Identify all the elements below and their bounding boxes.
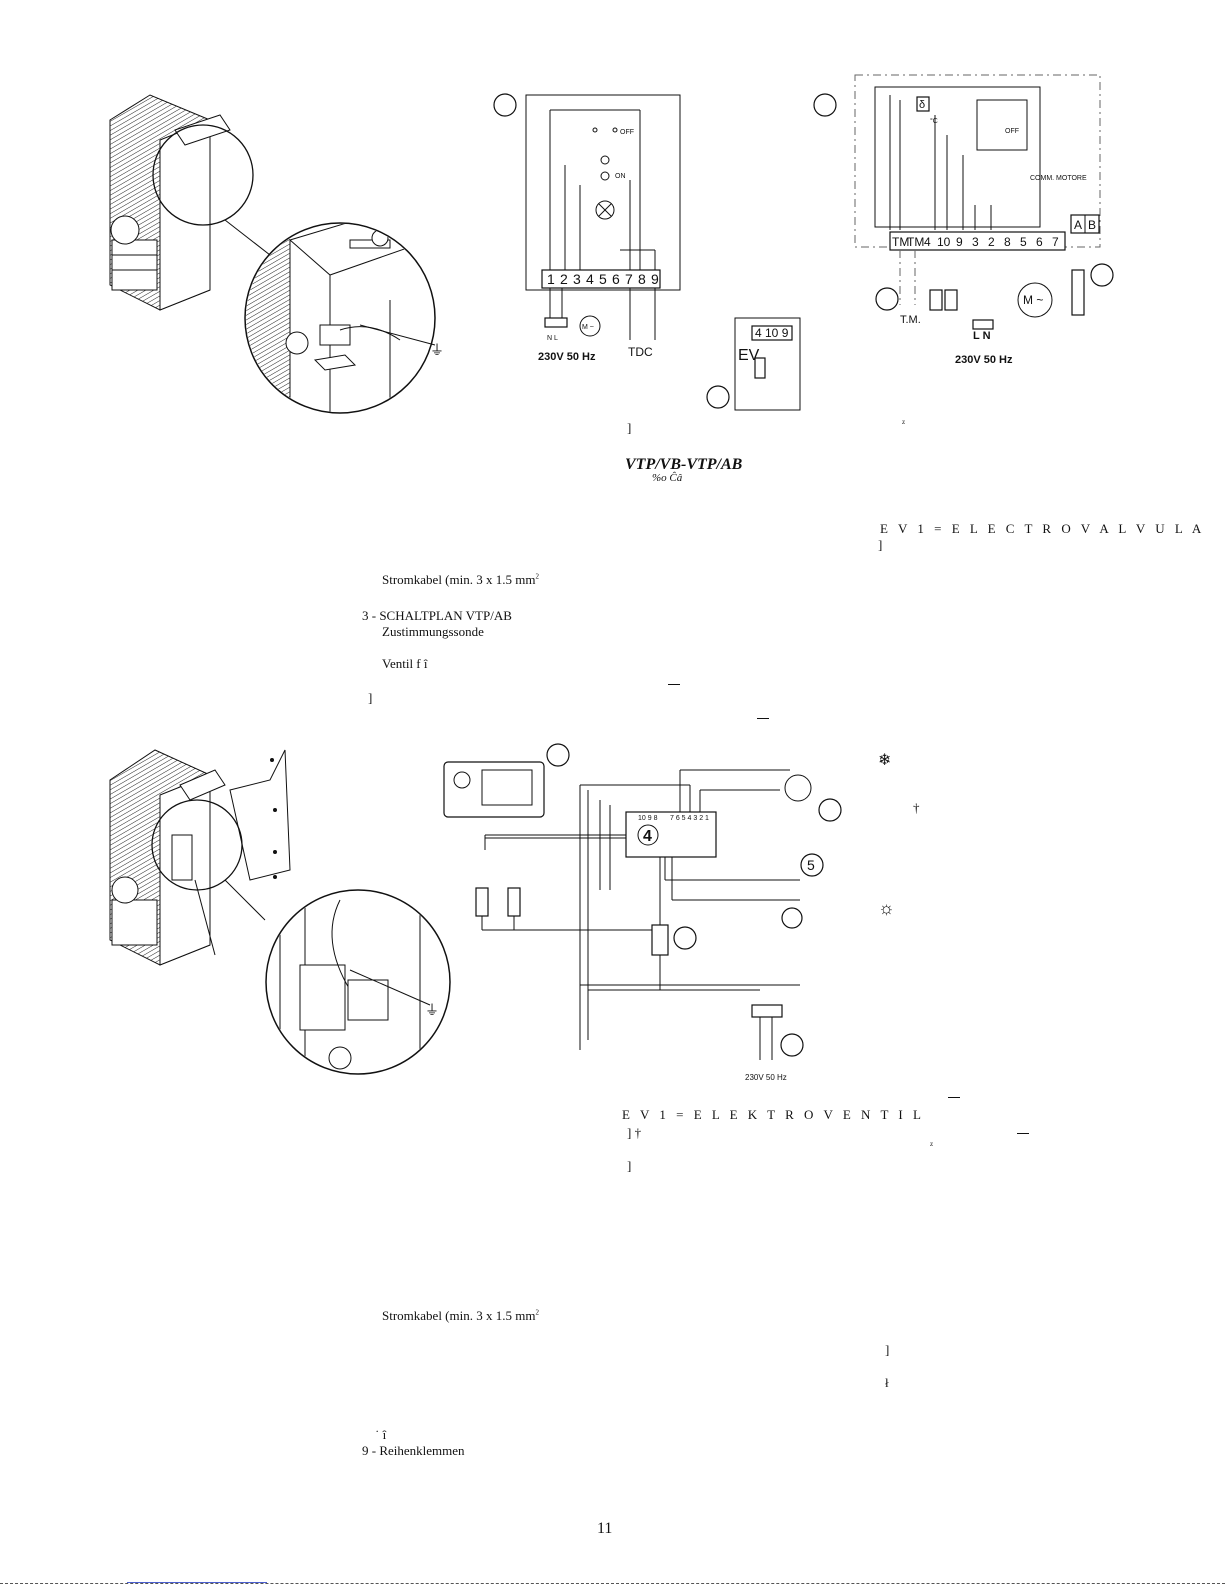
ab-label-b: B [1088, 218, 1096, 232]
ev1-spanish: E V 1 = E L E C T R O V A L V U L A [880, 521, 1205, 536]
bracket-right-1: ] [885, 1342, 890, 1357]
svg-text:TM: TM [892, 235, 909, 249]
z-char-2: z [930, 1140, 934, 1148]
svg-text:3: 3 [972, 235, 979, 249]
terminal-strip: 1 2 3 4 5 6 7 8 9 [547, 271, 659, 287]
delta-label: δ [919, 99, 925, 111]
stromkabel-2: Stromkabel (min. 3 x 1.5 mm2 [382, 1308, 539, 1323]
tdc-label: TDC [628, 345, 653, 359]
dash-mark-2 [757, 718, 769, 719]
right-terminals: 7 6 5 4 3 2 1 [670, 815, 709, 822]
svg-text:4: 4 [924, 235, 931, 249]
svg-text:4: 4 [586, 271, 594, 287]
svg-text:8: 8 [1004, 235, 1011, 249]
svg-text:6: 6 [1036, 235, 1043, 249]
bracket-text-4: ] [627, 1158, 632, 1173]
comm-label: COMM. MOTORE [1030, 175, 1087, 182]
switch-on-label: ON [615, 173, 626, 180]
sun-icon: ☼ [878, 898, 895, 918]
bracket-dagger: ] † [627, 1125, 642, 1140]
svg-text:8: 8 [638, 271, 646, 287]
svg-text:5: 5 [599, 271, 607, 287]
unit-illustration-bottom: ⏚ [109, 749, 451, 1075]
svg-text:5: 5 [1020, 235, 1027, 249]
switch-off-label: OFF [620, 129, 634, 136]
snowflake-icon: ❄ [878, 752, 892, 769]
dash-mark-3 [948, 1097, 960, 1098]
unit-illustration-top: ⏚ [109, 94, 444, 414]
wiring-diagram-electronic: 4 10 9 8 7 6 5 4 3 2 1 5 230V 50 Hz [443, 743, 842, 1082]
supply-label-right: 230V 50 Hz [955, 354, 1013, 366]
ln-label: L N [973, 330, 991, 342]
svg-text:7: 7 [1052, 235, 1059, 249]
model-garbage: %o Ĉâ [652, 472, 683, 484]
sonde-text: Zustimmungssonde [382, 624, 484, 639]
bracket-text-2: ] [878, 537, 883, 552]
bracket-text-3: ] [368, 690, 373, 705]
svg-text:7: 7 [625, 271, 633, 287]
bracket-text-1: ] [627, 420, 632, 435]
svg-text:⏚: ⏚ [425, 1002, 439, 1018]
svg-text:10: 10 [937, 235, 951, 249]
stromkabel-1: Stromkabel (min. 3 x 1.5 mm2 [382, 572, 539, 587]
svg-text:2: 2 [988, 235, 995, 249]
circuit-diagram-vtp-vb: OFF ON 1 2 3 4 5 6 7 8 9 N L M ~ 230V 50… [493, 93, 837, 411]
z-char-1: z [902, 418, 906, 426]
bracket-right-2: ł [885, 1375, 889, 1390]
schaltplan-heading: 3 - SCHALTPLAN VTP/AB [362, 608, 512, 623]
glyph-i: ˙ î [375, 1427, 387, 1442]
supply-label: 230V 50 Hz [538, 351, 596, 363]
motor-label-right: M ~ [1023, 293, 1043, 307]
svg-text:⏚: ⏚ [430, 342, 444, 358]
nl-label: N L [547, 335, 558, 342]
svg-text:9: 9 [651, 271, 659, 287]
ev1-german: E V 1 = E L E K T R O V E N T I L [622, 1107, 925, 1122]
motor-label: M ~ [582, 324, 594, 331]
ev-terminals: 4 10 9 [755, 326, 789, 340]
terminal-strip-right: TM TM 4 10 9 3 2 8 5 6 7 [892, 235, 1059, 249]
ev-label: EV [738, 347, 760, 364]
dash-mark-4 [1017, 1133, 1029, 1134]
model-title: VTP/VB-VTP/AB [625, 456, 743, 473]
svg-text:9: 9 [956, 235, 963, 249]
terminal-label-5: 5 [807, 857, 815, 873]
page-number: 11 [597, 1520, 613, 1537]
circuit-diagram-vtp-ab: δ °C OFF COMM. MOTORE TM TM 4 10 9 3 2 8… [854, 74, 1114, 366]
svg-text:6: 6 [612, 271, 620, 287]
svg-text:2: 2 [560, 271, 568, 287]
svg-text:3: 3 [573, 271, 581, 287]
footer-divider [0, 1583, 1225, 1584]
deg-label: °C [930, 117, 938, 125]
supply-label-bottom: 230V 50 Hz [745, 1073, 787, 1082]
ab-label-a: A [1074, 218, 1082, 232]
reihenklemmen: 9 - Reihenklemmen [362, 1443, 465, 1458]
module-label: 4 [643, 828, 652, 845]
svg-text:TM: TM [907, 235, 924, 249]
svg-text:1: 1 [547, 271, 555, 287]
off-label: OFF [1005, 128, 1019, 135]
top-terminals: 10 9 8 [638, 815, 658, 822]
dash-mark-1 [668, 684, 680, 685]
dagger-right: † [913, 800, 920, 815]
ventil-text: Ventil f î [382, 656, 428, 671]
footer-link-underline [127, 1582, 267, 1583]
tm-label: T.M. [900, 314, 921, 326]
